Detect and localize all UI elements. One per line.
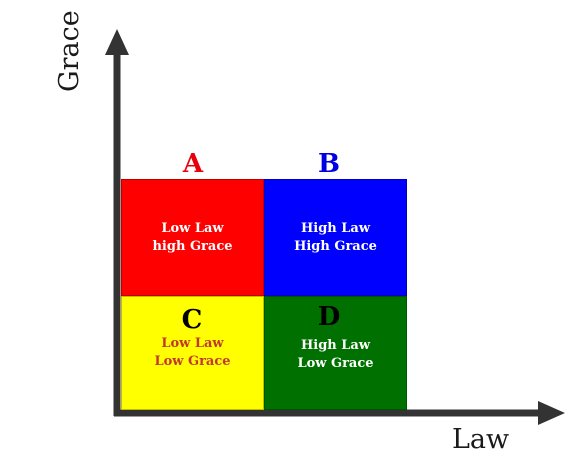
- quadrant-b-line2: High Grace: [294, 239, 377, 254]
- x-axis-label: Law: [452, 424, 510, 455]
- quadrant-b-text: High Law High Grace: [265, 220, 406, 256]
- quadrant-a-letter: A: [182, 149, 204, 179]
- quadrant-c-letter: C: [181, 305, 203, 335]
- quadrant-d-line1: High Law: [300, 338, 371, 353]
- quadrant-c-line2: Low Grace: [154, 354, 231, 369]
- quadrant-d-text: High Law Low Grace: [265, 337, 406, 373]
- quadrant-c: Low Law Low Grace: [121, 296, 264, 410]
- quadrant-d-letter: D: [317, 302, 341, 332]
- quadrant-a-line2: high Grace: [152, 239, 233, 254]
- quadrant-b-line1: High Law: [300, 221, 371, 236]
- x-axis-arrowhead: [538, 401, 565, 425]
- quadrant-a-line1: Low Law: [161, 221, 224, 236]
- y-axis-arrowhead: [105, 29, 129, 55]
- quadrant-a: Low Law high Grace: [121, 179, 264, 296]
- quadrant-c-line1: Low Law: [161, 336, 224, 351]
- quadrant-d: High Law Low Grace: [264, 296, 407, 410]
- y-axis-label: Grace: [54, 10, 85, 92]
- quadrant-d-line2: Low Grace: [297, 356, 374, 371]
- quadrant-c-text: Low Law Low Grace: [122, 335, 263, 371]
- quadrant-b: High Law High Grace: [264, 179, 407, 296]
- quadrant-b-letter: B: [318, 149, 340, 179]
- quadrant-a-text: Low Law high Grace: [122, 220, 263, 256]
